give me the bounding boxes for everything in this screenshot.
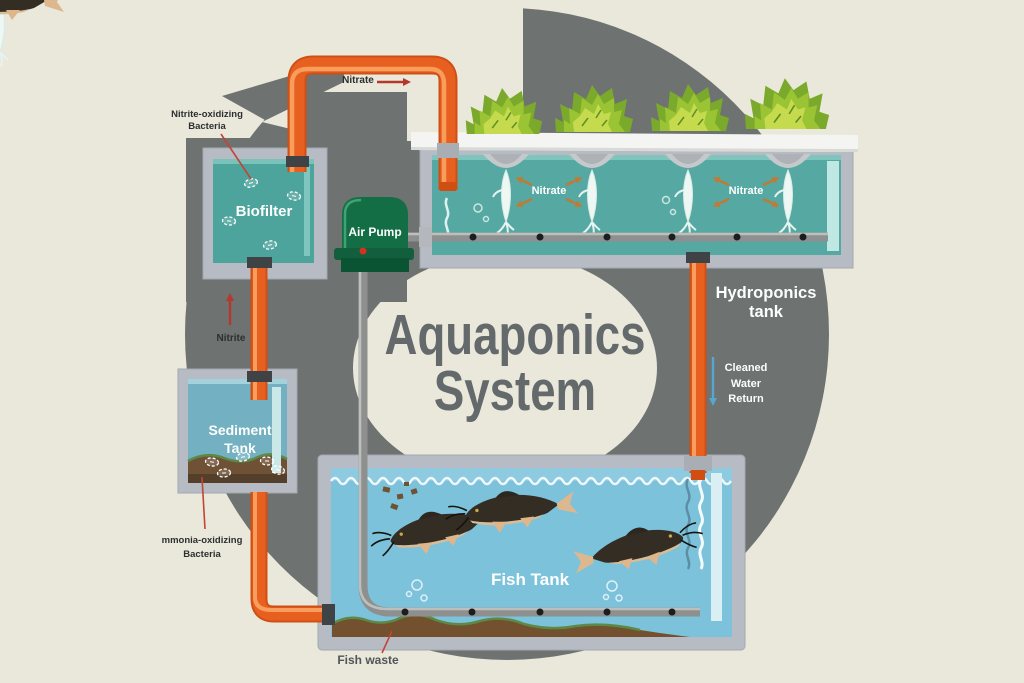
pointer-line	[220, 133, 252, 180]
fish-waste-mound	[332, 614, 690, 637]
air-holes	[401, 233, 807, 616]
hydro-bubbles	[473, 195, 677, 223]
nitrate-right-label: Nitrate	[728, 185, 764, 197]
nitrite-bacteria-line1: Nitrite-oxidizing	[171, 109, 243, 120]
pointer-line	[201, 476, 206, 530]
cleaned-water-return-label: Cleaned Water Return	[716, 361, 776, 408]
water-surface-wave	[329, 476, 733, 486]
nitrite-arrow-icon	[226, 293, 234, 301]
fish-waste-label: Fish waste	[337, 653, 399, 667]
grow-bed-rail	[411, 132, 858, 152]
nitrate-pipe-label: Nitrate	[342, 75, 374, 86]
cleaned-line3: Return	[728, 393, 764, 405]
air-pump	[334, 197, 414, 272]
cleaned-line2: Water	[730, 377, 762, 390]
inlet-water-squiggle	[444, 197, 450, 239]
tube-coupler	[419, 227, 432, 247]
hydroponics-label-line1: Hydroponics	[715, 284, 817, 302]
fish-tank-label: Fish Tank	[490, 570, 570, 589]
sediment-label-line1: Sediment	[208, 422, 272, 438]
sediment-level-gauge	[272, 387, 281, 473]
nitrate-arrow-icon	[403, 78, 411, 86]
catfish-group	[0, 0, 709, 584]
plant-pots	[483, 154, 811, 168]
cleaned-line1: Cleaned	[724, 362, 768, 374]
biofilter-level-gauge	[304, 166, 310, 256]
power-indicator-light	[359, 247, 367, 255]
diagram-title-line1: Aquaponics	[384, 303, 646, 367]
ammonia-bacteria-line1: mmonia-oxidizing	[161, 535, 243, 546]
nitrite-bacteria-line2: Bacteria	[188, 121, 226, 132]
sediment-tank	[177, 368, 298, 494]
biofilter-label: Biofilter	[235, 203, 293, 220]
nitrate-left-label: Nitrate	[531, 185, 567, 197]
ammonia-bacteria-line2: Bacteria	[183, 549, 221, 560]
hydroponics-tank-label: Hydroponics tank	[696, 284, 836, 322]
flow-arrows	[201, 78, 717, 654]
fish-tank	[317, 454, 746, 651]
return-stream	[698, 478, 704, 570]
pipe-fittings	[247, 143, 712, 625]
sediment-label-line2: Tank	[224, 440, 256, 456]
nitrite-pipe-label: Nitrite	[216, 333, 246, 344]
ammonia-bacteria-label: mmonia-oxidizing Bacteria	[152, 534, 252, 562]
food-pellets	[382, 482, 418, 511]
cleaned-water-arrow-icon	[709, 398, 717, 406]
pointer-line	[381, 630, 393, 654]
air-pump-label: Air Pump	[348, 225, 402, 239]
hydro-level-gauge	[827, 161, 839, 251]
sediment-tank-label: Sediment Tank	[190, 421, 290, 457]
biofilter-tank	[0, 0, 328, 280]
water-pipes	[247, 55, 712, 625]
bubbles	[405, 579, 623, 602]
air-tubes	[358, 227, 828, 617]
fishtank-level-gauge	[711, 473, 722, 621]
hydroponics-label-line2: tank	[749, 303, 783, 321]
diagram-title-line2: System	[433, 359, 597, 423]
nitrite-bacteria-label: Nitrite-oxidizing Bacteria	[157, 109, 257, 133]
